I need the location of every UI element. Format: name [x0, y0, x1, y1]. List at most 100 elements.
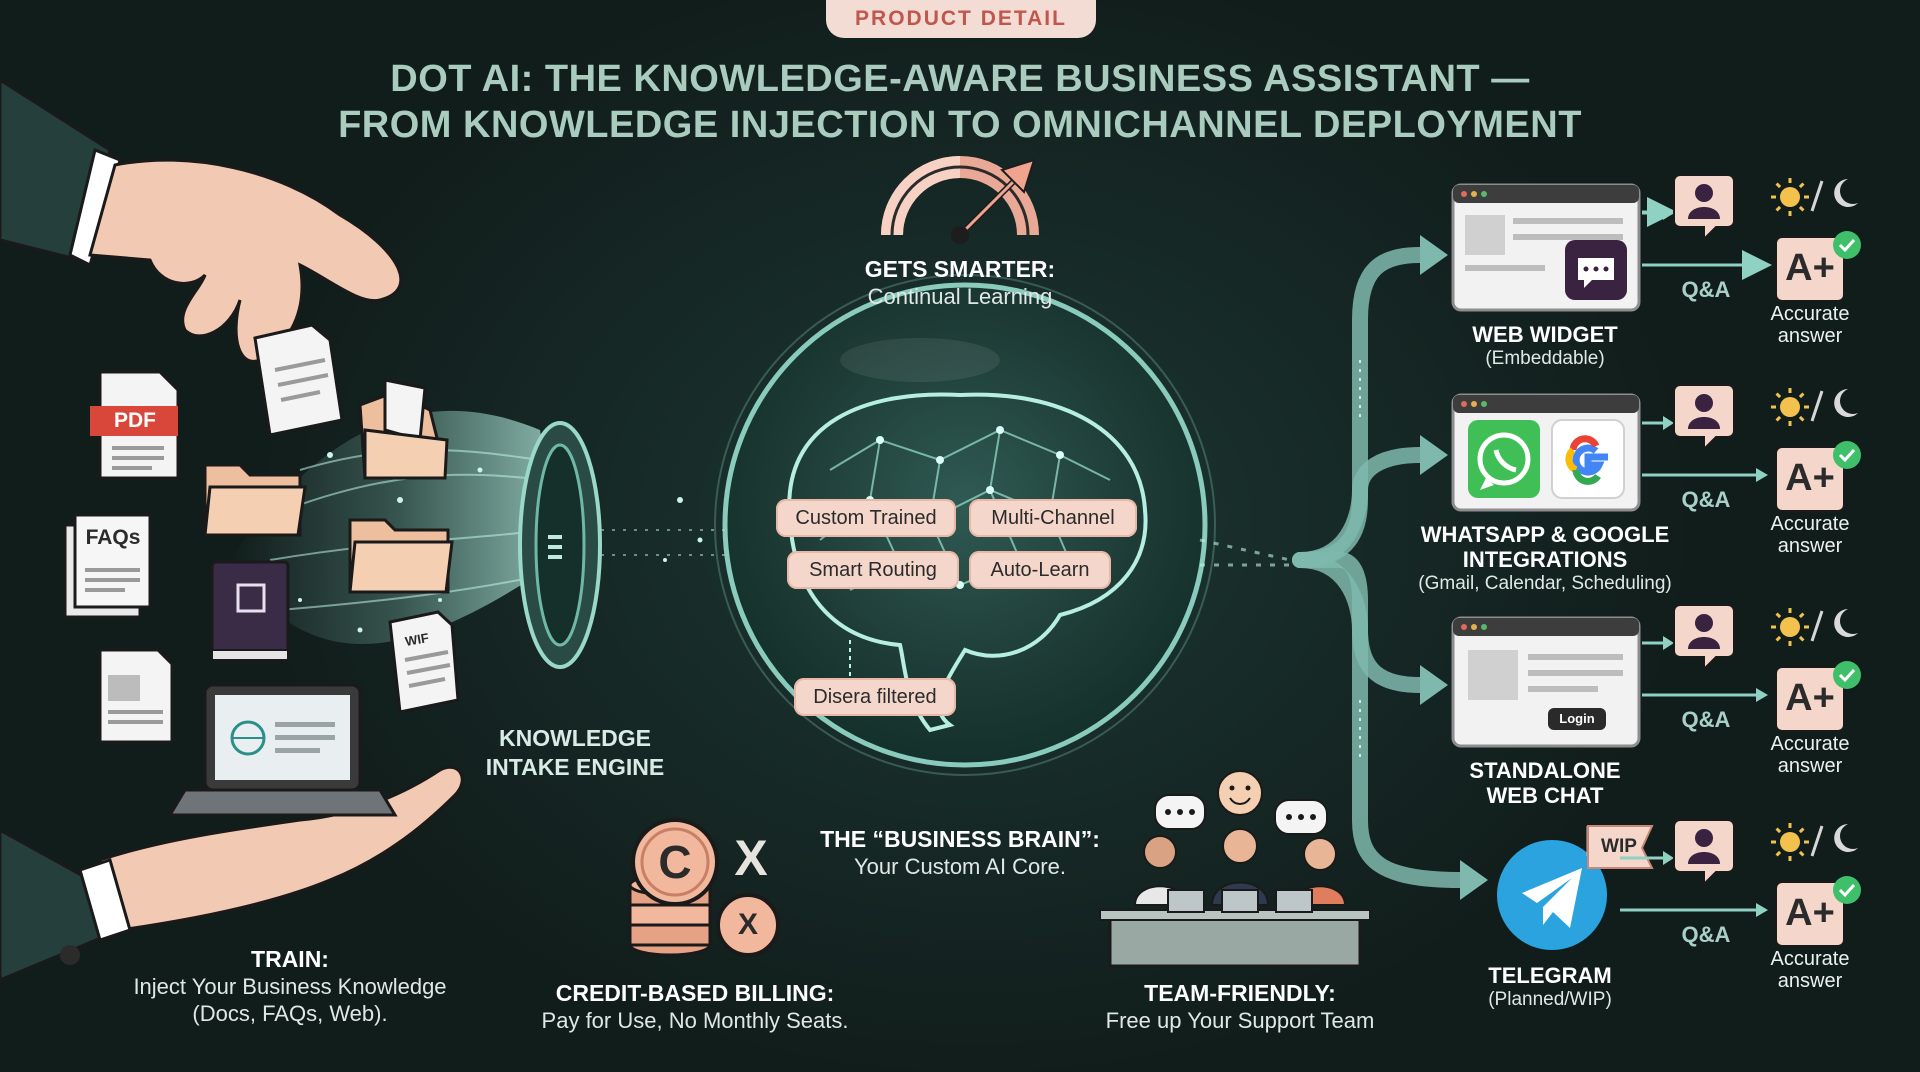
distribution-branches	[1292, 247, 1468, 888]
channel-web-widget-label: WEB WIDGET (Embeddable)	[1400, 322, 1690, 371]
channel-2-line-1: STANDALONE	[1469, 758, 1621, 783]
knowledge-beam	[230, 410, 560, 644]
image-document-icon	[98, 648, 174, 744]
business-brain-title: THE “BUSINESS BRAIN”:	[820, 826, 1100, 852]
qa-label: Q&A	[1681, 487, 1731, 512]
arrowhead-icon	[1663, 636, 1674, 650]
channel-row-3	[1620, 819, 1861, 947]
folder-icon-2	[358, 378, 449, 480]
beam-particles	[298, 452, 703, 633]
sun-moon-icon	[1771, 608, 1858, 646]
channel-2-line-2: WEB CHAT	[1486, 783, 1604, 808]
channel-row-1	[1642, 384, 1861, 512]
brain-outline	[787, 392, 1148, 733]
x-mark-coin-icon: X	[737, 908, 758, 941]
channel-standalone-label: STANDALONE WEB CHAT	[1400, 758, 1690, 808]
user-icon	[1673, 384, 1735, 452]
laptop-icon	[167, 683, 398, 817]
channel-whatsapp-google-label: WHATSAPP & GOOGLE INTEGRATIONS (Gmail, C…	[1390, 522, 1700, 596]
team-section: TEAM-FRIENDLY: Free up Your Support Team	[1060, 980, 1420, 1034]
floating-document-icon	[253, 323, 344, 437]
accurate-line-2: answer	[1777, 325, 1843, 347]
qa-label: Q&A	[1681, 922, 1731, 947]
folder-icon-3	[348, 518, 454, 594]
pill-auto-learn: Auto-Learn	[969, 551, 1111, 589]
accurate-line-2: answer	[1777, 535, 1843, 557]
channel-row-2	[1642, 604, 1861, 732]
pill-smart-routing: Smart Routing	[787, 551, 959, 589]
wif-document-icon	[388, 610, 460, 714]
check-circle-icon	[1833, 876, 1861, 904]
product-detail-tag: PRODUCT DETAIL	[826, 0, 1096, 38]
grade-label: A+	[1785, 457, 1835, 499]
channel-3-sub: (Planned/WIP)	[1488, 989, 1612, 1010]
check-circle-icon	[1833, 441, 1861, 469]
title-line-2: FROM KNOWLEDGE INJECTION TO OMNICHANNEL …	[338, 104, 1582, 146]
billing-subtitle: Pay for Use, No Monthly Seats.	[541, 1008, 849, 1033]
arrowhead-icon	[1756, 688, 1768, 702]
intake-stream	[590, 529, 735, 556]
grade-label: A+	[1785, 892, 1835, 934]
page-title: DOT AI: THE KNOWLEDGE-AWARE BUSINESS ASS…	[200, 56, 1720, 148]
arrowhead-icon	[1663, 416, 1674, 430]
whatsapp-google-window	[1451, 393, 1641, 512]
train-line-1: Inject Your Business Knowledge	[133, 974, 447, 999]
login-button-label: Login	[1559, 711, 1595, 726]
user-icon	[1673, 819, 1735, 887]
arrowhead-icon	[1756, 468, 1768, 482]
sun-moon-icon	[1771, 178, 1858, 216]
channel-row-0	[1642, 174, 1861, 302]
output-stream	[1199, 538, 1291, 567]
channel-1-sub: (Gmail, Calendar, Scheduling)	[1418, 573, 1672, 594]
wip-flag-label: WIP	[1601, 836, 1637, 857]
arrowhead-icon	[1756, 258, 1768, 272]
accurate-line-1: Accurate	[1770, 513, 1850, 535]
pdf-label: PDF	[114, 409, 156, 432]
team-desk-icon	[1099, 770, 1371, 968]
web-widget-window	[1451, 183, 1641, 312]
gets-smarter-title: GETS SMARTER:	[864, 256, 1056, 282]
billing-section: CREDIT-BASED BILLING: Pay for Use, No Mo…	[505, 980, 885, 1034]
intake-line-2: INTAKE ENGINE	[485, 754, 665, 780]
team-subtitle: Free up Your Support Team	[1105, 1008, 1375, 1033]
pill-disera-filtered: Disera filtered	[794, 678, 956, 716]
gets-smarter-subtitle: Continual Learning	[867, 284, 1053, 309]
branch-arrowheads	[1420, 235, 1488, 900]
standalone-chat-window	[1451, 616, 1641, 748]
arrowhead-icon	[1756, 903, 1768, 917]
team-title: TEAM-FRIENDLY:	[1144, 980, 1336, 1006]
business-brain-section: THE “BUSINESS BRAIN”: Your Custom AI Cor…	[790, 826, 1130, 880]
grade-badge-icon	[1775, 441, 1861, 512]
grade-badge-icon	[1775, 876, 1861, 947]
grade-badge-icon	[1775, 661, 1861, 732]
upper-hand-icon	[0, 78, 403, 363]
qa-label: Q&A	[1681, 707, 1731, 732]
channel-0-line-1: WEB WIDGET	[1472, 322, 1618, 347]
train-line-2: (Docs, FAQs, Web).	[192, 1001, 388, 1026]
train-title: TRAIN:	[251, 946, 329, 972]
billing-title: CREDIT-BASED BILLING:	[555, 980, 835, 1006]
pdf-document-icon	[90, 370, 180, 480]
x-mark-large-icon: X	[734, 830, 768, 886]
book-icon	[210, 560, 290, 662]
intake-engine-ring	[518, 421, 602, 669]
arrowhead-icon	[1663, 851, 1674, 865]
grade-label: A+	[1785, 247, 1835, 289]
intake-engine-label: KNOWLEDGE INTAKE ENGINE	[460, 724, 690, 782]
faqs-label: FAQs	[85, 526, 141, 549]
coin-letter-c: C	[658, 836, 692, 888]
title-line-1: DOT AI: THE KNOWLEDGE-AWARE BUSINESS ASS…	[390, 58, 1530, 100]
grade-badge-icon	[1775, 231, 1861, 302]
channel-1-line-2: INTEGRATIONS	[1462, 547, 1628, 572]
channel-1-line-1: WHATSAPP & GOOGLE	[1420, 522, 1670, 547]
check-circle-icon	[1833, 231, 1861, 259]
channel-3-line-1: TELEGRAM	[1488, 963, 1612, 988]
sun-moon-icon	[1771, 388, 1858, 426]
business-brain-subtitle: Your Custom AI Core.	[854, 854, 1066, 879]
accurate-line-2: answer	[1777, 970, 1843, 992]
train-section: TRAIN: Inject Your Business Knowledge (D…	[90, 946, 490, 1027]
gets-smarter-section: GETS SMARTER: Continual Learning	[810, 256, 1110, 310]
